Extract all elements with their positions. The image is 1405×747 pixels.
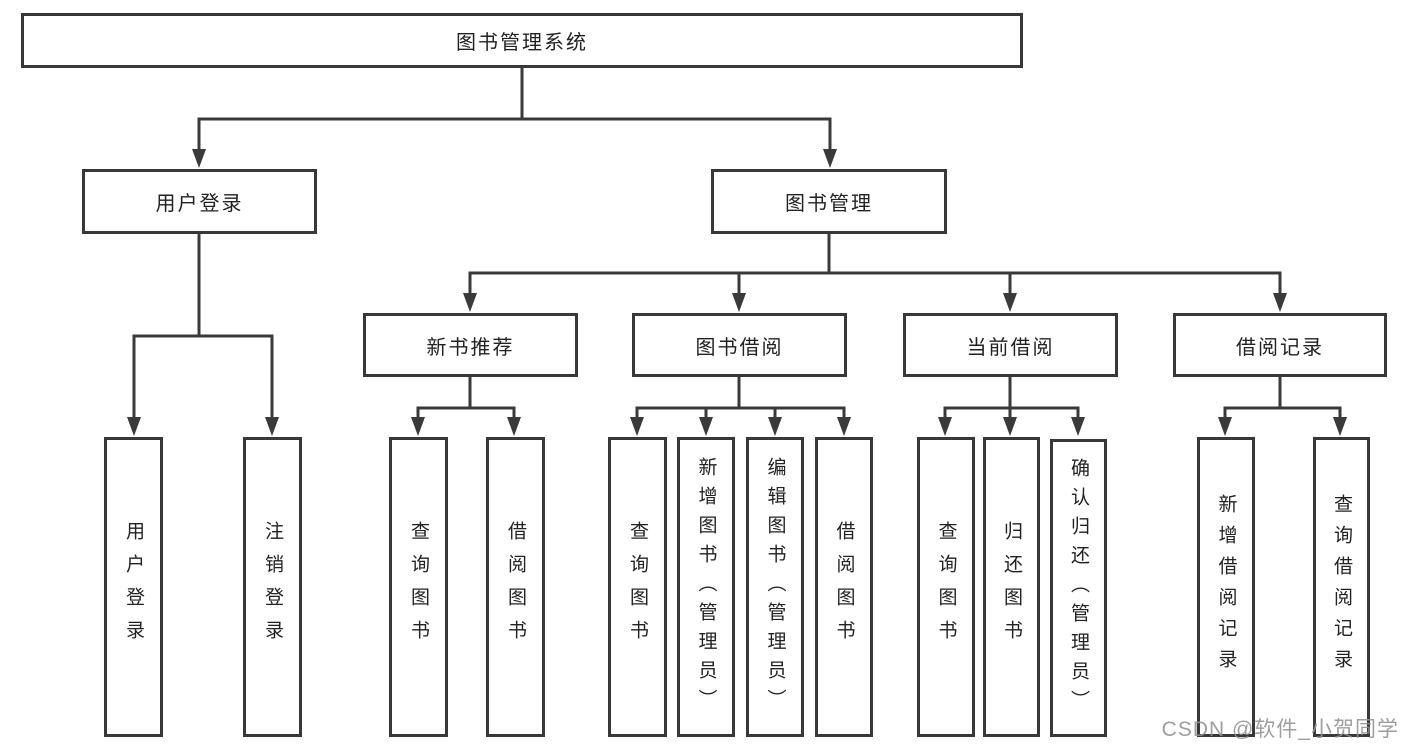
- leaf-add-book-admin: 新增图书（管理员）: [677, 437, 735, 737]
- leaf-query-books-current-label: 查询图书: [935, 521, 957, 653]
- node-root-label: 图书管理系统: [456, 32, 588, 54]
- connector-book-mgmt: [463, 234, 1287, 312]
- node-new-book-recommend-label: 新书推荐: [426, 336, 515, 359]
- leaf-add-book-admin-label: 新增图书（管理员）: [695, 456, 717, 718]
- leaf-return-book-label: 归还图书: [1001, 521, 1022, 653]
- leaf-query-borrow-record: 查询借阅记录: [1313, 437, 1370, 737]
- node-current-borrow: 当前借阅: [903, 313, 1118, 377]
- node-user-login: 用户登录: [82, 169, 317, 234]
- leaf-query-books-recommend: 查询图书: [389, 437, 448, 737]
- leaf-borrow-books-label: 借阅图书: [833, 521, 855, 653]
- leaf-user-login: 用户登录: [104, 437, 163, 737]
- node-borrow-records-label: 借阅记录: [1236, 336, 1324, 359]
- node-new-book-recommend: 新书推荐: [363, 313, 578, 377]
- connector-root: [192, 68, 837, 168]
- node-root: 图书管理系统: [21, 13, 1023, 68]
- leaf-logout: 注销登录: [243, 437, 302, 737]
- leaf-confirm-return-admin-label: 确认归还（管理员）: [1068, 457, 1089, 719]
- node-user-login-label: 用户登录: [155, 193, 244, 215]
- node-book-borrow: 图书借阅: [632, 313, 847, 377]
- node-book-mgmt: 图书管理: [711, 169, 947, 234]
- leaf-query-books-borrow-label: 查询图书: [627, 521, 648, 653]
- leaf-edit-book-admin: 编辑图书（管理员）: [746, 437, 804, 737]
- leaf-return-book: 归还图书: [983, 437, 1040, 737]
- leaf-add-borrow-record: 新增借阅记录: [1197, 437, 1255, 737]
- tree-connectors: [127, 68, 1347, 436]
- leaf-borrow-books-recommend-label: 借阅图书: [505, 521, 526, 653]
- node-borrow-records: 借阅记录: [1173, 313, 1387, 377]
- leaf-logout-label: 注销登录: [262, 521, 283, 653]
- leaf-edit-book-admin-label: 编辑图书（管理员）: [764, 456, 786, 718]
- leaf-borrow-books: 借阅图书: [815, 437, 873, 737]
- connector-borrow-records: [1218, 377, 1347, 436]
- node-book-borrow-label: 图书借阅: [695, 336, 784, 359]
- connector-current-borrow: [938, 377, 1085, 436]
- leaf-query-books-borrow: 查询图书: [608, 437, 667, 737]
- connector-book-borrow: [630, 377, 851, 436]
- node-current-borrow-label: 当前借阅: [966, 336, 1055, 359]
- leaf-user-login-label: 用户登录: [123, 521, 144, 653]
- leaf-query-books-recommend-label: 查询图书: [408, 521, 429, 653]
- leaf-add-borrow-record-label: 新增借阅记录: [1215, 494, 1237, 680]
- connector-new-book: [411, 377, 521, 436]
- csdn-watermark: CSDN @软件_小贺同学: [1161, 718, 1399, 741]
- node-book-mgmt-label: 图书管理: [785, 193, 873, 215]
- leaf-query-borrow-record-label: 查询借阅记录: [1331, 494, 1352, 680]
- leaf-borrow-books-recommend: 借阅图书: [486, 437, 545, 737]
- leaf-confirm-return-admin: 确认归还（管理员）: [1050, 439, 1107, 737]
- connector-user-login: [127, 234, 279, 436]
- leaf-query-books-current: 查询图书: [917, 437, 975, 737]
